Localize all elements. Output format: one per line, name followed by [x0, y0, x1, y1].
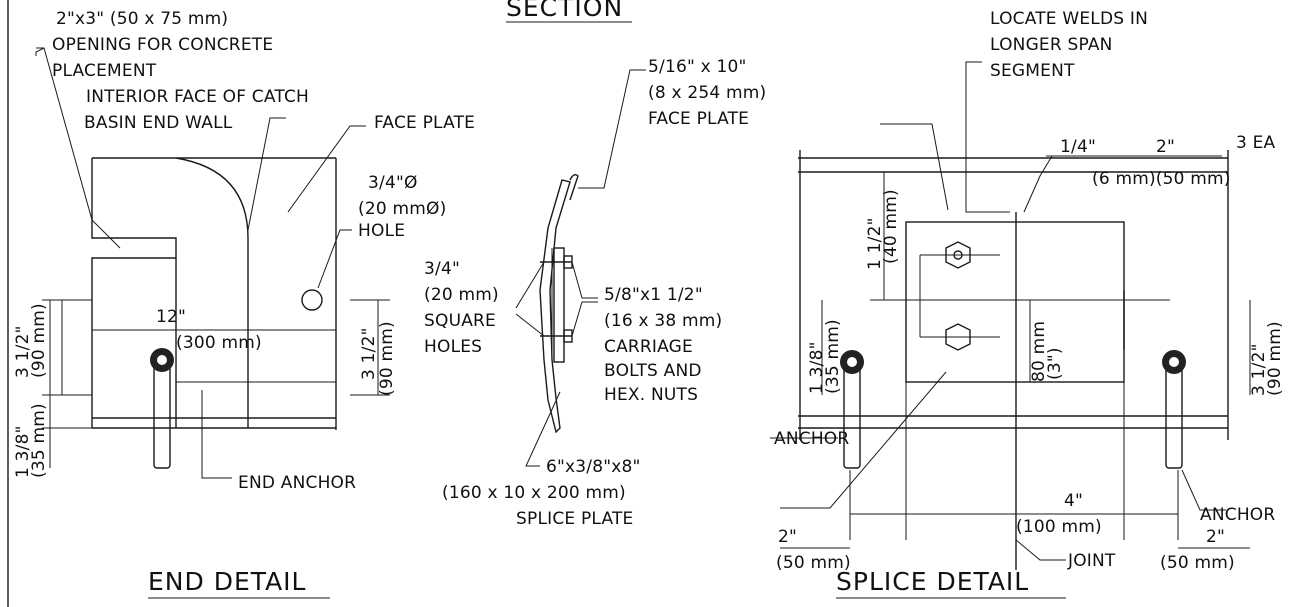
anchor-right-label: ANCHOR: [1200, 505, 1275, 525]
joint-leader: [1015, 539, 1066, 561]
weld-symbol-leader: [1023, 155, 1053, 213]
dim-50-left-label: (50 mm): [776, 553, 851, 573]
splice-detail-title: SPLICE DETAIL: [836, 567, 1029, 596]
splice-dim-35-label: (35 mm): [823, 319, 843, 394]
end-detail-curve: [175, 157, 249, 239]
hole-label-2: (20 mmØ): [358, 199, 446, 219]
holes-label-2: (20 mm): [424, 285, 499, 305]
welds-label-2: LONGER SPAN: [990, 35, 1113, 55]
opening-label-2: OPENING FOR CONCRETE: [52, 35, 273, 55]
face-plate-leader: [287, 125, 366, 213]
face-plate-leader: [578, 69, 646, 189]
bolts-leader-bottom: [571, 301, 598, 337]
bolts-label-2: (16 x 38 mm): [604, 311, 722, 331]
opening-label-3: PLACEMENT: [52, 61, 157, 81]
hole-leader: [317, 229, 352, 289]
welds-label-1: LOCATE WELDS IN: [990, 9, 1148, 29]
bolts-label-3: CARRIAGE: [604, 337, 693, 357]
welds-label-3: SEGMENT: [990, 61, 1075, 81]
hole-circle: [301, 289, 323, 311]
bolt-hex-bottom: [945, 323, 971, 351]
face-plate-section: [539, 179, 571, 434]
dim-2-right-label: 2": [1206, 527, 1225, 547]
face-plate-top: [569, 173, 579, 201]
opening-label-1: 2"x3" (50 x 75 mm): [56, 9, 228, 29]
holes-label-3: SQUARE: [424, 311, 496, 331]
hole-label-1: 3/4"Ø: [368, 173, 418, 193]
opening-leader-start: [35, 47, 45, 56]
splice-leader: [525, 391, 561, 467]
splice-dim-90-label: (90 mm): [1265, 321, 1285, 396]
holes-label-4: HOLES: [424, 337, 482, 357]
dim-80-label: 80 mm: [1029, 321, 1049, 382]
joint-label: JOINT: [1067, 551, 1116, 571]
splice-dim-3half-label: 3 1/2": [1249, 343, 1269, 396]
section-face-plate-label-1: 5/16" x 10": [648, 57, 747, 77]
interior-label-1: INTERIOR FACE OF CATCH: [86, 87, 309, 107]
anchor-left-label: ANCHOR: [774, 429, 849, 449]
face-plate-splice-leader: [880, 123, 949, 211]
end-anchor-leader: [201, 390, 232, 479]
end-detail-title: END DETAIL: [148, 567, 306, 596]
splice-dim-13-8-label: 1 3/8": [807, 341, 827, 394]
splice-label-3: SPLICE PLATE: [516, 509, 634, 529]
holes-label-1: 3/4": [424, 259, 460, 279]
dim-3half-left-label: 3 1/2": [13, 325, 33, 378]
section-view: 5/16" x 10" (8 x 254 mm) FACE PLATE 3/4"…: [424, 57, 766, 529]
dim-1half-label: 1 1/2": [865, 217, 885, 270]
end-detail: 2"x3" (50 x 75 mm) OPENING FOR CONCRETE …: [13, 9, 475, 493]
dim-50-right-label: (50 mm): [1160, 553, 1235, 573]
dim-2-left-label: 2": [778, 527, 797, 547]
bolts-label-5: HEX. NUTS: [604, 385, 698, 405]
anchor-right-leader: [1181, 469, 1226, 511]
splice-plate: [905, 221, 1125, 383]
welds-leader: [965, 61, 1010, 213]
dim-300-label: (300 mm): [176, 333, 262, 353]
weld-size-label: 1/4": [1060, 137, 1096, 157]
anchor-right-head-inner: [1169, 357, 1179, 367]
bolts-leader-top: [571, 261, 598, 299]
dim-40-label: (40 mm): [881, 189, 901, 264]
section-face-plate-label-2: (8 x 254 mm): [648, 83, 766, 103]
section-face-plate-label-3: FACE PLATE: [648, 109, 749, 129]
end-anchor-label: END ANCHOR: [238, 473, 356, 493]
face-plate-label: FACE PLATE: [374, 113, 475, 133]
splice-detail: LOCATE WELDS IN LONGER SPAN SEGMENT 1/4"…: [770, 9, 1285, 573]
dim-4-label: 4": [1064, 491, 1083, 511]
anchor-left-head-inner: [847, 357, 857, 367]
dim-35-label: (35 mm): [29, 403, 49, 478]
dim-12-label: 12": [156, 307, 186, 327]
end-anchor-bar: [153, 363, 171, 469]
interior-label-2: BASIN END WALL: [84, 113, 233, 133]
dim-90-left-label: (90 mm): [29, 303, 49, 378]
splice-label-1: 6"x3/8"x8": [546, 457, 641, 477]
dim-3half-right-label: 3 1/2": [359, 327, 379, 380]
end-detail-outline: [91, 157, 336, 428]
splice-label-2: (160 x 10 x 200 mm): [442, 483, 626, 503]
bolts-label-4: BOLTS AND: [604, 361, 702, 381]
bolts-label-1: 5/8"x1 1/2": [604, 285, 703, 305]
interior-leader: [247, 117, 286, 231]
weld-mm-label: (6 mm)(50 mm): [1092, 169, 1231, 189]
holes-leader-top: [515, 261, 545, 309]
dim-90-right-label: (90 mm): [377, 321, 397, 396]
hole-label-3: HOLE: [358, 221, 405, 241]
dim-100-label: (100 mm): [1016, 517, 1102, 537]
holes-leader-bottom: [515, 313, 545, 337]
weld-length-label: 2": [1156, 137, 1175, 157]
dim-13-8-label: 1 3/8": [13, 425, 33, 478]
end-anchor-head-inner: [157, 355, 167, 365]
section-title: SECTION: [506, 0, 623, 22]
dim-3in-label: (3"): [1045, 347, 1065, 380]
splice-plate-section: [553, 247, 565, 363]
weld-ea-label: 3 EA: [1236, 133, 1276, 153]
splice-plate-leader: [780, 371, 947, 509]
bolt-hex-top: [945, 241, 971, 269]
opening-leader: [36, 47, 121, 249]
